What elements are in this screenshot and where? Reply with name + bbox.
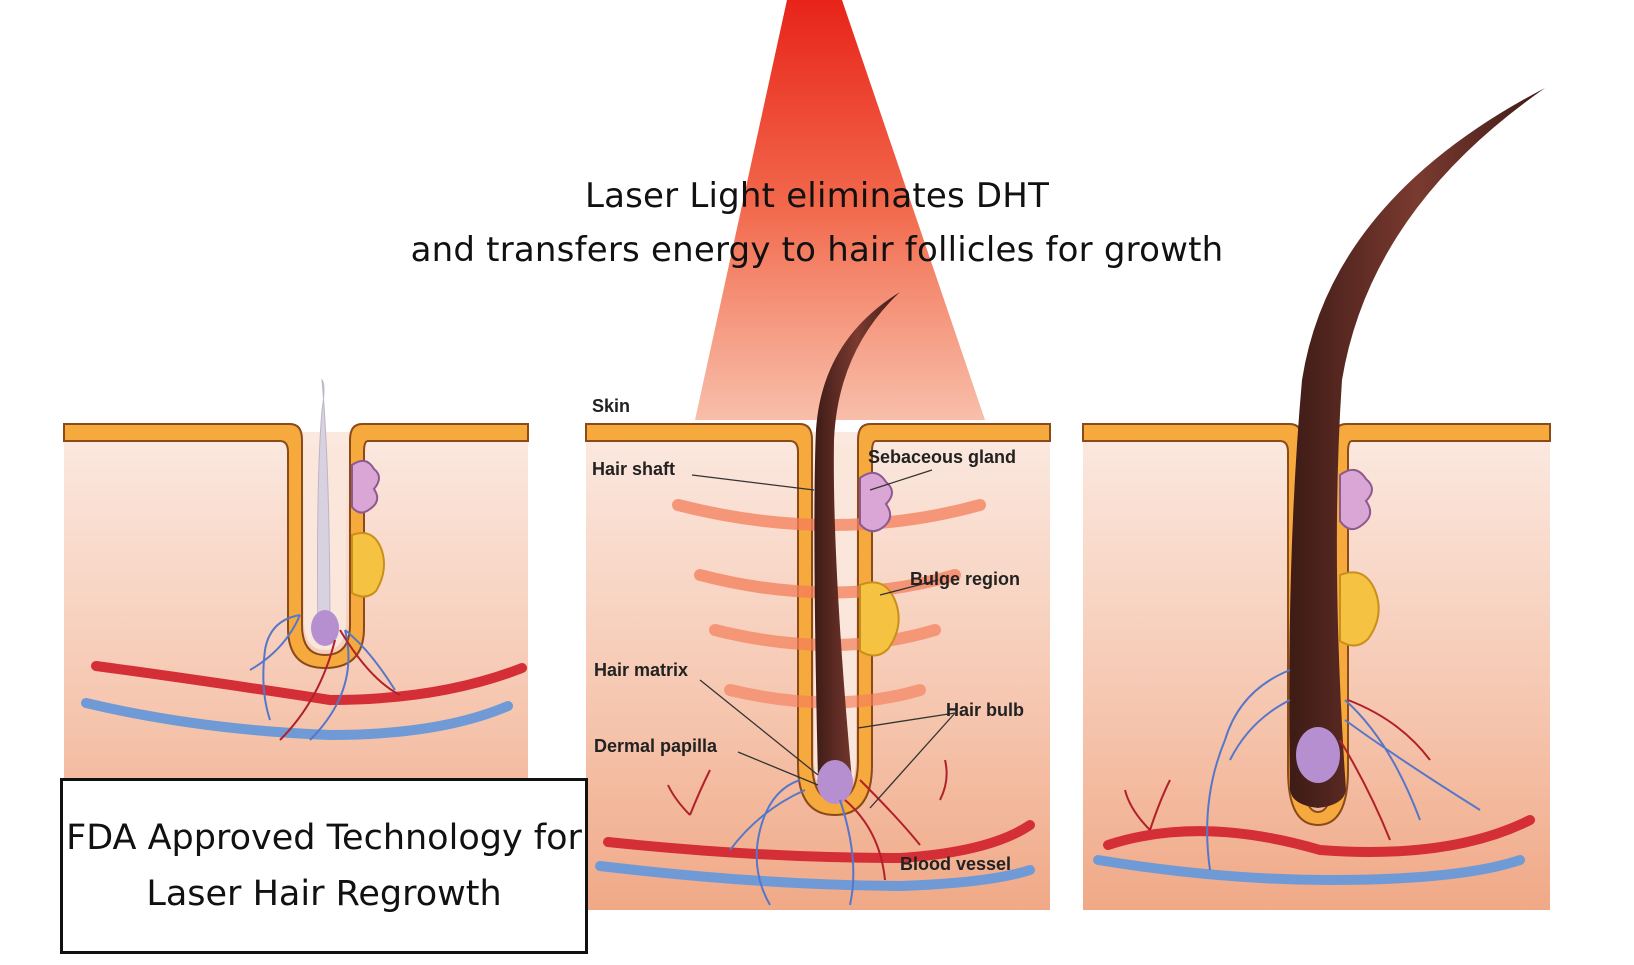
- label-sebaceous-gland: Sebaceous gland: [868, 447, 1016, 467]
- artery-3: [1103, 815, 1535, 857]
- capillaries-1: [249, 614, 396, 741]
- sebaceous-gland-2: [859, 471, 893, 533]
- long-hair: [1289, 88, 1545, 808]
- dermal-papilla-2: [817, 760, 853, 804]
- label-bulge-region: Bulge region: [910, 569, 1020, 589]
- headline-line-2: and transfers energy to hair follicles f…: [410, 230, 1224, 270]
- panel-regrown-follicle: [1082, 88, 1551, 910]
- vein-1: [81, 698, 513, 741]
- leader-lines: [691, 469, 956, 809]
- skin-layer-2: [585, 423, 1051, 817]
- sebaceous-gland-3: [1339, 468, 1373, 531]
- small-bulb: [311, 610, 339, 646]
- label-hair-bulb: Hair bulb: [946, 700, 1024, 720]
- dermal-papilla-3: [1296, 727, 1340, 783]
- fda-callout-line-1: FDA Approved Technology for: [66, 818, 582, 858]
- thin-hair: [317, 378, 331, 641]
- bulge-1: [351, 532, 385, 598]
- skin-layer-1: [63, 423, 529, 670]
- fda-callout-line-2: Laser Hair Regrowth: [146, 874, 502, 914]
- headline-line-1: Laser Light eliminates DHT: [584, 176, 1050, 216]
- label-blood-vessel: Blood vessel: [900, 854, 1011, 874]
- label-skin: Skin: [592, 396, 630, 416]
- panel-stimulated-follicle: [585, 292, 1051, 910]
- arterioles-3: [1124, 699, 1431, 841]
- label-hair-matrix: Hair matrix: [594, 660, 688, 680]
- bulge-3: [1339, 571, 1380, 647]
- label-dermal-papilla: Dermal papilla: [594, 736, 718, 756]
- arterioles-2: [667, 759, 948, 881]
- label-hair-shaft: Hair shaft: [592, 459, 675, 479]
- fda-callout-box: FDA Approved Technology for Laser Hair R…: [60, 778, 588, 954]
- vein-3: [1093, 855, 1525, 886]
- sebaceous-gland-1: [351, 459, 380, 514]
- artery-2: [603, 820, 1035, 864]
- arterioles-1: [279, 629, 401, 741]
- capillaries-2: [729, 779, 855, 906]
- vein-2: [595, 861, 1035, 892]
- bulge-2: [859, 581, 900, 657]
- laser-beam: [695, 0, 985, 420]
- capillaries-3: [1206, 669, 1481, 871]
- artery-1: [91, 661, 527, 706]
- medium-hair: [814, 292, 900, 780]
